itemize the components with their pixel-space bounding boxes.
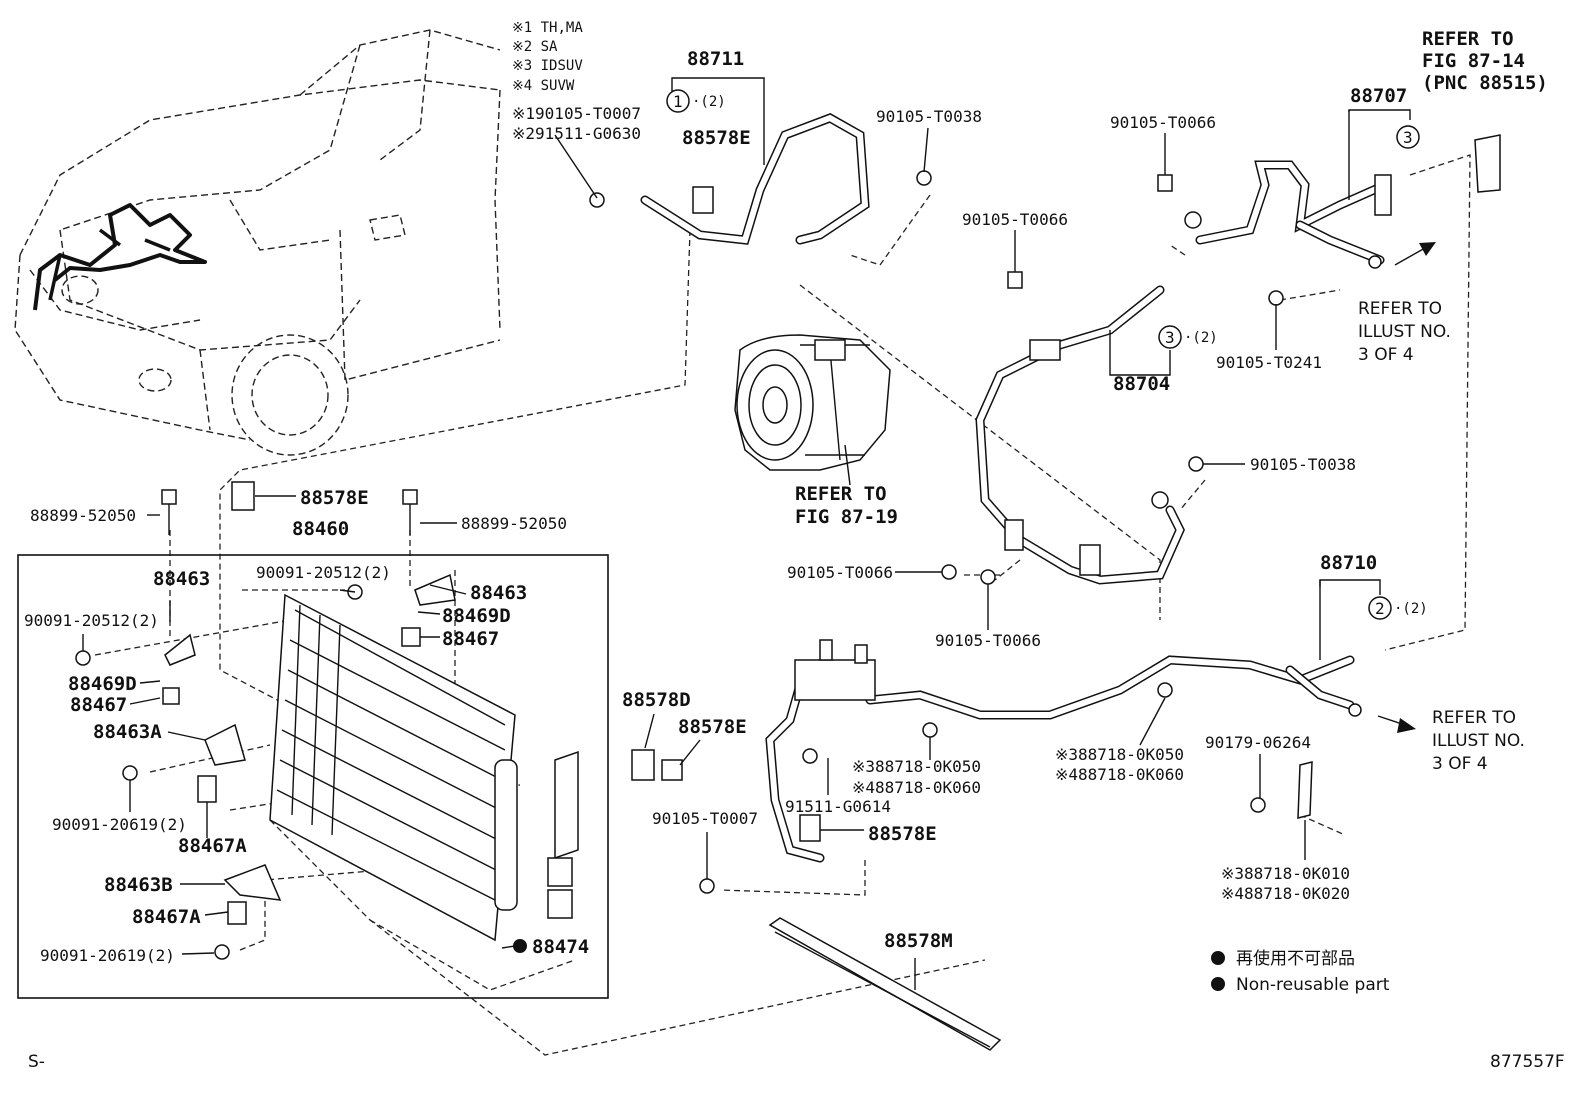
vehicle-sketch: [14, 29, 501, 456]
label-88463b: 88463B: [104, 874, 173, 896]
label-90091-20512-b: 90091-20512(2): [256, 563, 391, 582]
qty-callout-3: ·(2): [1184, 330, 1218, 346]
label-88463-a: 88463: [153, 568, 210, 590]
label-88467-a: 88467: [70, 694, 127, 716]
compressor: [734, 334, 891, 486]
callout-3-mid: [1158, 325, 1182, 349]
label-88578e-low-b: 88578E: [868, 823, 937, 845]
qty-callout-1: ·(2): [692, 94, 726, 110]
variant-1: ※1 TH,MA: [512, 20, 583, 36]
label-90091-20619-b: 90091-20619(2): [40, 946, 175, 965]
label-88469d-b: 88469D: [442, 605, 511, 627]
label-90105-t0066-b: 90105-T0066: [962, 210, 1068, 229]
variant-2: ※2 SA: [512, 39, 558, 55]
label-88710: 88710: [1320, 552, 1377, 574]
label-90105-t0066-a: 90105-T0066: [1110, 113, 1216, 132]
footer-figure-code: 877557F: [1490, 1052, 1565, 1072]
ref-fig-87-14-line3: (PNC 88515): [1422, 72, 1548, 94]
svg-text:3: 3: [1165, 328, 1175, 347]
label-88467-b: 88467: [442, 628, 499, 650]
footer-left: S-: [28, 1052, 45, 1072]
label-90091-20619-a: 90091-20619(2): [52, 815, 187, 834]
ref-illust-b-line3: 3 OF 4: [1432, 754, 1488, 774]
label-88469d-a: 88469D: [68, 673, 137, 695]
pipe-88707: [1195, 160, 1392, 265]
svg-text:3: 3: [1403, 128, 1413, 147]
label-88718-0k050-a: ※388718-0K050: [852, 757, 981, 776]
legend-jp: 再使用不可部品: [1236, 948, 1355, 969]
label-88463a: 88463A: [93, 721, 162, 743]
ref-illust-b-line1: REFER TO: [1432, 708, 1516, 728]
qty-callout-2: ·(2): [1394, 601, 1428, 617]
label-88718-0k060-a: ※488718-0K060: [852, 778, 981, 797]
label-88467a-b: 88467A: [132, 906, 201, 928]
legend: 再使用不可部品 Non-reusable part: [1211, 948, 1390, 995]
label-90105-t0066-c: 90105-T0066: [787, 563, 893, 582]
label-88467a-a: 88467A: [178, 835, 247, 857]
label-88463-b: 88463: [470, 582, 527, 604]
small-parts: [75, 134, 1501, 960]
label-90091-20512-a: 90091-20512(2): [24, 611, 159, 630]
hose-88711: [640, 113, 870, 245]
non-reusable-mark-88474: [513, 939, 527, 953]
label-90105-t0038-a: 90105-T0038: [876, 107, 982, 126]
label-88578m: 88578M: [884, 930, 953, 952]
label-88460: 88460: [292, 518, 349, 540]
label-88704: 88704: [1113, 373, 1170, 395]
label-90105-t0066-d: 90105-T0066: [935, 631, 1041, 650]
variant-3: ※3 IDSUV: [512, 58, 583, 74]
group-brackets: [169, 77, 1411, 660]
ref-illust-a-line2: ILLUST NO.: [1358, 322, 1451, 342]
legend-bullet-en: [1211, 977, 1225, 991]
callout-3-top: [1396, 125, 1420, 149]
label-88718-0k020: ※488718-0K020: [1221, 884, 1350, 903]
hose-88710: [765, 639, 1355, 863]
label-88578e-mid: 88578E: [300, 487, 369, 509]
label-90105-t0241: 90105-T0241: [1216, 353, 1322, 372]
callout-2: [1368, 596, 1392, 620]
ref-fig-87-19-line2: FIG 87-19: [795, 506, 898, 528]
part-labels: ※190105-T0007 ※291511-G0630 88711 88578E…: [24, 28, 1548, 965]
label-91511-g0614: 91511-G0614: [785, 797, 891, 816]
label-88578d: 88578D: [622, 689, 691, 711]
ref-illust-a-line1: REFER TO: [1358, 299, 1442, 319]
dashed-leaders: [94, 154, 1471, 1056]
ref-illust-b-line2: ILLUST NO.: [1432, 731, 1525, 751]
label-88718-0k060-b: ※488718-0K060: [1055, 765, 1184, 784]
ref-fig-87-14-line2: FIG 87-14: [1422, 50, 1525, 72]
label-88718-0k010: ※388718-0K010: [1221, 864, 1350, 883]
legend-bullet-jp: [1211, 951, 1225, 965]
label-91511-g0630: ※291511-G0630: [512, 124, 641, 143]
label-90105-t0007-b: 90105-T0007: [652, 809, 758, 828]
label-88707: 88707: [1350, 85, 1407, 107]
label-88899-52050-b: 88899-52050: [461, 514, 567, 533]
label-88474: 88474: [532, 936, 589, 958]
variant-notes: ※1 TH,MA ※2 SA ※3 IDSUV ※4 SUVW: [512, 20, 583, 94]
label-88711: 88711: [687, 48, 744, 70]
variant-4: ※4 SUVW: [512, 78, 575, 94]
svg-text:1: 1: [673, 92, 683, 111]
condenser: [269, 593, 579, 942]
legend-en: Non-reusable part: [1236, 975, 1390, 995]
label-leaders: [82, 127, 1306, 990]
hose-88704: [975, 285, 1185, 585]
label-90105-t0038-b: 90105-T0038: [1250, 455, 1356, 474]
ref-fig-87-19-line1: REFER TO: [795, 483, 887, 505]
ref-fig-87-14-line1: REFER TO: [1422, 28, 1514, 50]
ref-illust-a-line3: 3 OF 4: [1358, 345, 1414, 365]
svg-text:2: 2: [1375, 599, 1385, 618]
label-90105-t0007-a: ※190105-T0007: [512, 104, 641, 123]
label-88899-52050-a: 88899-52050: [30, 506, 136, 525]
label-90179-06264: 90179-06264: [1205, 733, 1311, 752]
label-88718-0k050-b: ※388718-0K050: [1055, 745, 1184, 764]
callout-1: [666, 89, 690, 113]
condenser-group-frame: [17, 554, 609, 999]
label-88578e-top: 88578E: [682, 127, 751, 149]
callouts: 1 ·(2) 3 3 ·(2) 2 ·(2): [666, 89, 1428, 620]
reference-arrows: [1377, 242, 1436, 733]
label-88578e-low-a: 88578E: [678, 716, 747, 738]
